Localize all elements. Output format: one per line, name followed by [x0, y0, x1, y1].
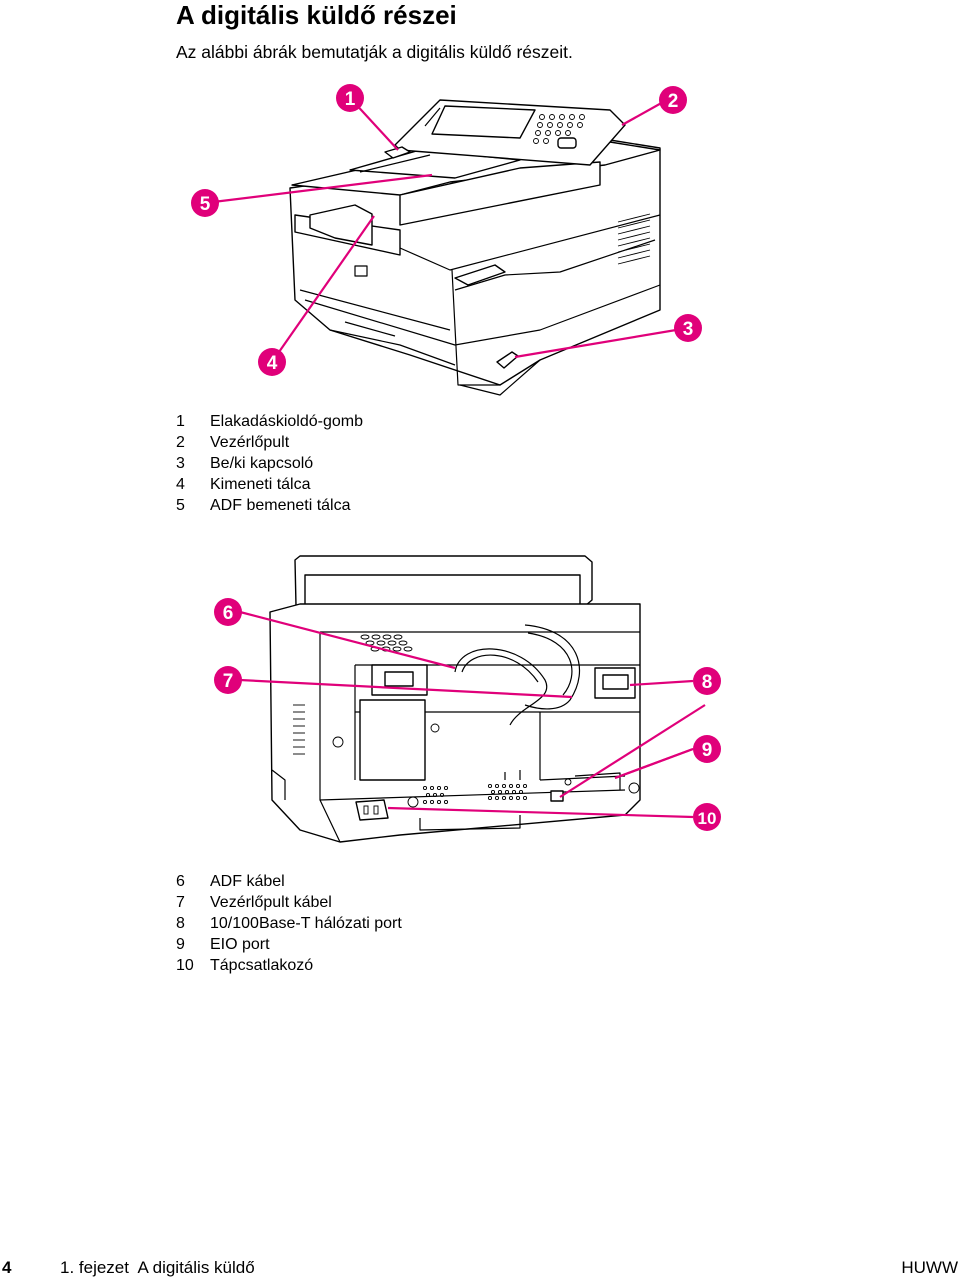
callout-2: 2 — [659, 86, 687, 114]
rear-side-vents — [293, 704, 305, 755]
side-vents — [617, 213, 651, 265]
svg-text:7: 7 — [223, 671, 234, 692]
svg-text:4: 4 — [267, 353, 278, 374]
callout-8: 8 — [693, 667, 721, 695]
svg-text:2: 2 — [668, 91, 679, 112]
callout-5: 5 — [191, 189, 219, 217]
svg-text:3: 3 — [683, 319, 694, 340]
power-inlet — [355, 799, 389, 821]
page-number: 4 — [2, 1258, 12, 1277]
intro-text: Az alábbi ábrák bemutatják a digitális k… — [176, 42, 573, 62]
svg-text:8: 8 — [702, 672, 713, 693]
svg-text:5: 5 — [200, 194, 211, 215]
callout-3: 3 — [674, 314, 702, 342]
adf-cable — [454, 648, 548, 726]
control-panel-cable — [524, 624, 581, 710]
svg-text:6: 6 — [223, 603, 234, 624]
control-panel — [394, 99, 626, 166]
page-footer: 4 1. fejezet A digitális küldő HUWW — [0, 1258, 960, 1284]
eio-port — [574, 772, 621, 790]
svg-text:9: 9 — [702, 740, 713, 761]
chapter-label: 1. fejezet A digitális küldő — [60, 1258, 255, 1277]
page-title: A digitális küldő részei — [176, 0, 457, 30]
front-view-figure: 1 2 3 4 5 — [191, 84, 702, 396]
output-tray — [309, 204, 373, 246]
lower-vents — [422, 783, 528, 805]
callout-1: 1 — [336, 84, 364, 112]
back-view-figure: 6 7 8 9 10 — [214, 555, 721, 843]
callout-7: 7 — [214, 666, 242, 694]
svg-text:10: 10 — [698, 809, 717, 828]
svg-text:1: 1 — [345, 89, 356, 110]
rear-handle — [294, 555, 593, 607]
brand-label: HUWW — [901, 1258, 958, 1277]
callout-6: 6 — [214, 598, 242, 626]
rear-body — [269, 603, 641, 843]
callout-4: 4 — [258, 348, 286, 376]
callout-9: 9 — [693, 735, 721, 763]
callout-10: 10 — [693, 803, 721, 831]
